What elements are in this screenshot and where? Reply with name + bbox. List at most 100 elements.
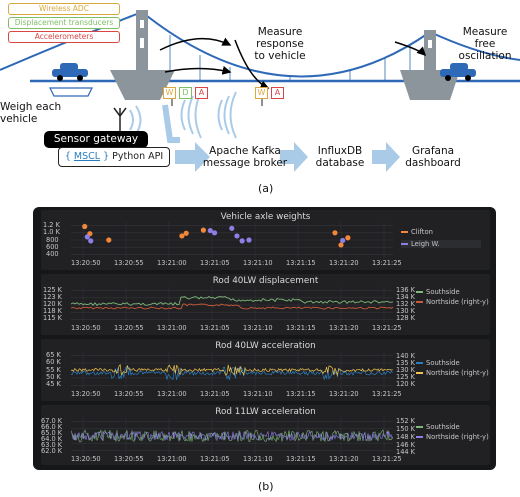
x-tick: 13:20:50 [71,390,101,398]
panel-11lw-acceleration: Rod 11LW acceleration 67.0 K 66.0 K 65.0… [41,405,490,465]
tag-accelerometer-mid: A [271,87,284,99]
leigh-point [246,237,252,243]
leigh-point [234,233,240,239]
legend-wireless-adc: Wireless ADC [8,3,120,15]
y2-tick: 144 K [396,448,416,456]
y-tick: 115 K [43,314,63,322]
legend-displacement-transducers: Displacement transducers [8,17,120,29]
y-tick: 120 K [43,300,63,308]
y2-tick: 152 K [396,417,416,425]
leigh-point [84,234,90,240]
y2-tick: 150 K [396,425,416,433]
clifton-point [183,230,189,236]
y-tick: 1.0 K [43,228,60,236]
axle-weights-plot [71,222,393,258]
y2-tick: 135 K [396,359,416,367]
grafana-dashboard: Vehicle axle weights 1.2 K 1.0 K 800 600… [33,207,496,470]
panel-axle-weights: Vehicle axle weights 1.2 K 1.0 K 800 600… [41,210,490,270]
clifton-point [200,227,206,233]
x-tick: 13:21:00 [157,390,187,398]
legend-southside: Southside [416,359,460,367]
leigh-point [229,225,235,231]
left-tower [110,10,175,100]
y2-tick: 130 K [396,366,416,374]
legend-southside: Southside [416,288,460,296]
clifton-point [82,223,88,230]
x-tick: 13:21:20 [329,455,359,463]
y2-tick: 134 K [396,293,416,301]
kafka-label: Apache Kafka message broker [202,145,288,169]
y2-tick: 120 K [396,380,416,388]
weigh-pad [49,87,93,97]
api-python-label: Python API [112,151,164,162]
legend-northside: Northside (right-y) [416,298,489,306]
x-tick: 13:21:15 [286,259,316,267]
y2-tick: 128 K [396,314,416,322]
legend-clifton: Clifton [401,228,433,236]
x-tick: 13:20:55 [114,324,144,332]
leigh-point [340,237,346,244]
y-tick: 123 K [43,293,63,301]
grafana-label: Grafana dashboard [405,145,461,169]
legend-accelerometers: Accelerometers [8,31,120,43]
y-tick: 62.0 K [41,447,63,455]
x-tick: 13:21:20 [329,390,359,398]
x-tick: 13:21:25 [372,259,402,267]
y-tick: 63.0 K [41,441,63,449]
car-right-icon [440,63,476,81]
tag-wireless: W [163,87,176,99]
x-tick: 13:20:50 [71,259,101,267]
leigh-point [211,230,218,236]
y-tick: 600 [46,243,59,251]
y-tick: 50 K [46,373,61,381]
panel-40lw-acceleration: Rod 40LW acceleration 65 K 60 K 55 K 50 … [41,339,490,401]
bridge-diagram [0,10,520,172]
legend-southside-label: Southside [426,288,460,296]
y-tick: 1.2 K [43,221,60,229]
acc40-plot [71,352,393,389]
x-tick: 13:20:55 [114,390,144,398]
y-tick: 118 K [43,307,63,315]
tag-accelerometer: A [195,87,208,99]
southside-line [71,295,393,307]
x-tick: 13:21:15 [286,390,316,398]
y-tick: 60 K [46,358,61,366]
y2-tick: 140 K [396,352,416,360]
x-tick: 13:20:55 [114,259,144,267]
y-tick: 66.0 K [41,423,63,431]
x-tick: 13:21:05 [200,324,230,332]
y-tick: 55 K [46,366,61,374]
tag-displacement: D [179,87,192,99]
y-tick: 65 K [46,351,61,359]
panel-title: Rod 11LW acceleration [215,407,316,417]
x-tick: 13:21:00 [157,455,187,463]
legend-southside-label: Southside [426,423,460,431]
sensor-gateway: Sensor gateway [44,131,148,148]
x-tick: 13:21:05 [200,390,230,398]
measure-response-label: Measure response to vehicle [254,26,306,62]
legend-clifton-label: Clifton [411,228,433,236]
panel-displacement: Rod 40LW displacement 125 K 123 K 120 K … [41,274,490,335]
clifton-point [106,237,112,243]
x-tick: 13:21:10 [243,455,273,463]
suspension-cable-main [141,11,431,78]
y2-tick: 130 K [396,307,416,315]
legend-southside: Southside [416,423,460,431]
x-tick: 13:20:50 [71,455,101,463]
python-api-box: { MSCL } Python API [58,147,170,167]
x-tick: 13:21:15 [286,455,316,463]
api-brace-left: { [64,151,71,162]
northside-line [71,303,393,310]
y-tick: 64.0 K [41,435,63,443]
y2-tick: 125 K [396,373,416,381]
weigh-vehicle-label: Weigh each vehicle [0,101,62,125]
x-tick: 13:21:00 [157,259,187,267]
x-tick: 13:21:25 [372,390,402,398]
flow-arrows [162,104,400,172]
clifton-point [179,233,185,239]
northside-line [71,363,393,377]
